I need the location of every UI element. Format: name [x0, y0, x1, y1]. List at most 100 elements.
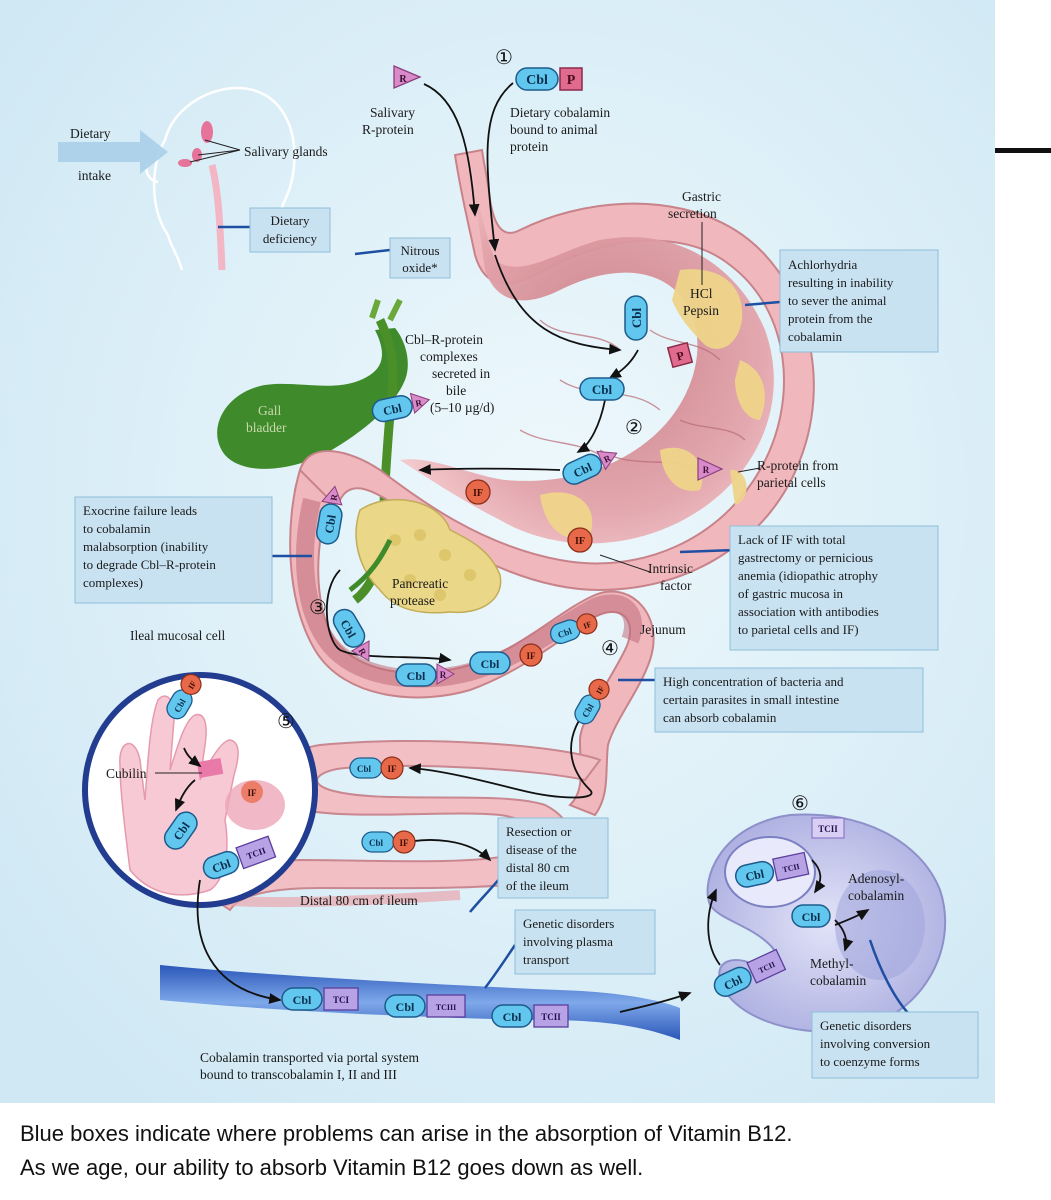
box-line: gastrectomy or pernicious [738, 550, 873, 565]
label-cbl-r-3: secreted in [432, 366, 490, 381]
caption-line-2: As we age, our ability to absorb Vitamin… [20, 1155, 644, 1180]
svg-text:IF: IF [186, 679, 198, 691]
label-intrinsic-1: Intrinsic [648, 561, 693, 576]
box-line: Nitrous [401, 243, 440, 258]
salivary-glands-shape [178, 121, 213, 167]
label-methyl-2: cobalamin [810, 973, 866, 988]
box-line: certain parasites in small intestine [663, 692, 839, 707]
connector-lines [155, 222, 761, 774]
token-cbl: Cbl [791, 904, 831, 928]
step-4: ④ [601, 638, 619, 660]
step-5: ⑤ [277, 711, 295, 733]
box-line: anemia (idiopathic atrophy [738, 568, 879, 583]
svg-text:R: R [414, 397, 423, 408]
token-protein-p: P [666, 341, 694, 369]
box-line: to sever the animal [788, 293, 887, 308]
salivary-pointer [189, 139, 241, 163]
box-line: High concentration of bacteria and [663, 674, 844, 689]
svg-text:Cbl: Cbl [556, 626, 573, 640]
box-line: Dietary [271, 213, 310, 228]
svg-text:IF: IF [582, 620, 593, 631]
svg-text:IF: IF [594, 684, 606, 696]
svg-text:Cbl: Cbl [802, 910, 821, 924]
token-cbl-tcii-complex: Cbl TCII [202, 835, 277, 880]
svg-text:IF: IF [527, 651, 537, 661]
caption-line-1: Blue boxes indicate where problems can a… [20, 1121, 793, 1146]
svg-text:Cbl: Cbl [407, 669, 426, 683]
token-cbl-if-complex: Cbl IF [361, 830, 416, 854]
svg-text:R: R [440, 670, 447, 680]
dietary-intake-arrow [58, 130, 168, 174]
box-line: to coenzyme forms [820, 1054, 920, 1069]
box-line: disease of the [506, 842, 577, 857]
box-line: deficiency [263, 231, 318, 246]
token-cbl-if-complex: Cbl IF [574, 678, 610, 725]
svg-text:Cbl: Cbl [503, 1010, 522, 1024]
svg-text:IF: IF [473, 488, 483, 499]
token-cbl-tcii-complex: Cbl TCII [734, 851, 810, 888]
label-gastric-1: Gastric [682, 189, 721, 204]
token-cbl-if-complex: Cbl IF [166, 673, 202, 720]
step-6: ⑥ [791, 793, 809, 815]
step-markers: ① ② ③ ④ ⑤ ⑥ [277, 47, 809, 815]
edge-divider-bar [995, 148, 1051, 153]
gastric-secretion-patches [540, 269, 765, 539]
svg-text:TCI: TCI [333, 995, 350, 1005]
svg-text:Cbl: Cbl [744, 866, 766, 884]
token-cbl-r-complex: Cbl R [371, 392, 431, 423]
problem-box-lack-of-if: Lack of IF with total gastrectomy or per… [729, 525, 939, 651]
label-salivary-glands: Salivary glands [244, 144, 328, 159]
label-gastric-2: secretion [668, 206, 717, 221]
token-intrinsic-factor: IF [241, 781, 263, 803]
box-line: Genetic disorders [523, 916, 614, 931]
svg-text:Cbl: Cbl [369, 838, 384, 848]
token-r-protein: R [393, 65, 422, 89]
problem-box-dietary-deficiency: Dietary deficiency [249, 207, 331, 253]
ileal-mucosal-cell-inset [82, 672, 318, 908]
step-2: ② [625, 417, 643, 439]
label-cbl-r-5: (5–10 µg/d) [430, 400, 494, 415]
box-line: oxide* [402, 260, 437, 275]
svg-text:Cbl: Cbl [210, 856, 233, 876]
label-salivary-r-1: Salivary [370, 105, 415, 120]
box-line: transport [523, 952, 570, 967]
label-pancreatic-1: Pancreatic [392, 576, 448, 591]
box-line: Genetic disorders [820, 1018, 911, 1033]
token-cbl: Cbl [515, 67, 559, 91]
step-1: ① [495, 47, 513, 69]
label-hcl: HCl [690, 286, 713, 301]
problem-box-nitrous-oxide: Nitrous oxide* [389, 237, 451, 279]
token-intrinsic-factor: IF [567, 527, 593, 553]
token-cbl-tci-complex: Cbl TCI [281, 987, 359, 1011]
box-line: malabsorption (inability [83, 539, 209, 554]
token-intrinsic-factor: IF [519, 643, 543, 667]
box-line: Resection or [506, 824, 572, 839]
box-line: of gastric mucosa in [738, 586, 844, 601]
label-dietary-cbl-3: protein [510, 139, 548, 154]
pancreas-shape [348, 498, 502, 614]
label-cbl-r-4: bile [446, 383, 466, 398]
token-cbl-r-complex: Cbl R [332, 608, 370, 662]
svg-text:Cbl: Cbl [293, 993, 312, 1007]
step-3: ③ [309, 597, 327, 619]
label-rprotein-parietal-1: R-protein from [757, 458, 839, 473]
svg-text:R: R [703, 465, 710, 475]
problem-box-pointers [218, 225, 911, 1016]
svg-text:Cbl: Cbl [629, 307, 644, 328]
svg-text:Cbl: Cbl [592, 382, 613, 397]
diagram-labels: Dietary intake Salivary glands Salivary … [70, 105, 905, 1082]
box-line: protein from the [788, 311, 873, 326]
svg-text:P: P [567, 73, 576, 88]
svg-text:R: R [357, 646, 369, 657]
svg-text:R: R [329, 493, 340, 502]
box-line: resulting in inability [788, 275, 894, 290]
problem-box-resection: Resection or disease of the distal 80 cm… [497, 817, 609, 899]
token-cbl-r-complex: Cbl R [562, 450, 618, 485]
label-salivary-r-2: R-protein [362, 122, 414, 137]
label-cbl-r-1: Cbl–R-protein [405, 332, 483, 347]
token-cbl-tciii-complex: Cbl TCIII [384, 994, 466, 1018]
token-cbl: Cbl [624, 295, 648, 341]
label-pancreatic-2: protease [390, 593, 435, 608]
label-methyl-1: Methyl- [810, 956, 854, 971]
